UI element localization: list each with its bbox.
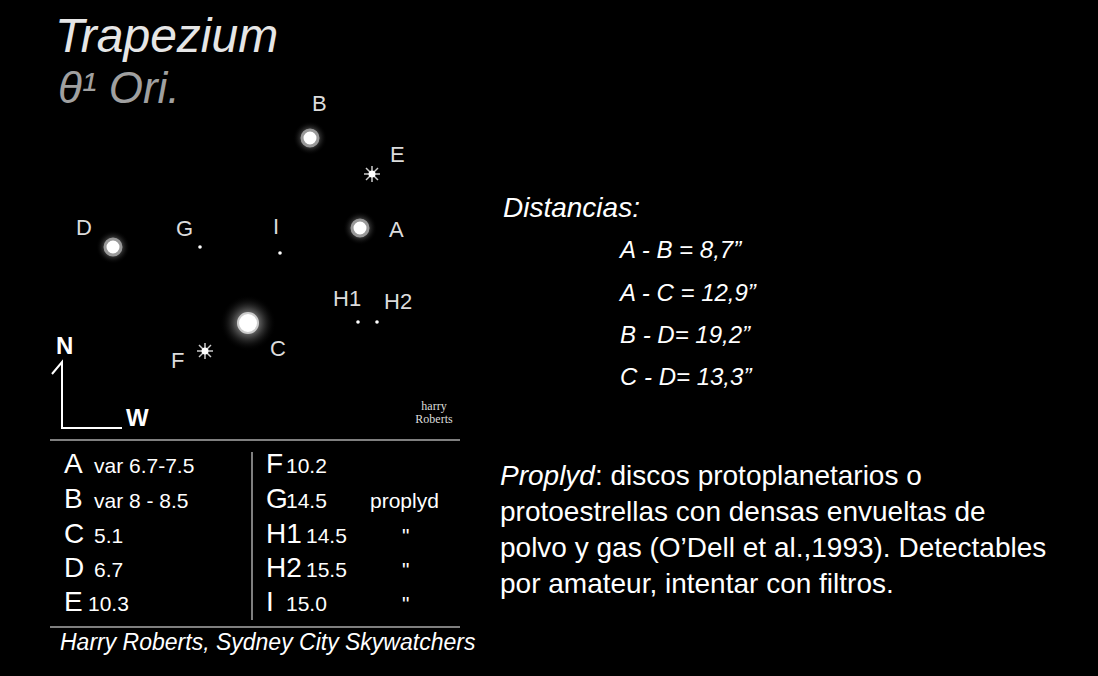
table-cell: 6.7 (94, 559, 123, 580)
star-b (302, 130, 318, 146)
table-star: G (266, 485, 288, 513)
compass-label: N (56, 334, 73, 358)
label: θ¹ Ori. (58, 66, 180, 110)
table-star: B (64, 485, 83, 513)
spike (199, 345, 211, 357)
table-star: D (64, 554, 84, 582)
table-rule (50, 439, 460, 441)
table-cell: " (402, 593, 409, 614)
star-glow (343, 211, 377, 245)
star-label: H2 (384, 291, 412, 313)
star-label: E (390, 144, 405, 166)
star-a (352, 220, 368, 236)
compass (52, 362, 122, 428)
star-g (198, 245, 202, 249)
star-label: I (273, 216, 279, 238)
star-label: B (312, 93, 327, 115)
distance-note: B - D= 19,2” (620, 323, 750, 347)
caption: Harry Roberts, Sydney City Skywatchers (60, 631, 475, 654)
table-star: A (64, 450, 83, 478)
star-label: C (270, 338, 286, 360)
star-label: F (171, 350, 184, 372)
star-h1 (356, 320, 360, 324)
note-text: Proplyd (500, 460, 595, 491)
star-i (278, 251, 282, 255)
table-cell: 14.5 (306, 525, 347, 546)
table-cell: 10.2 (286, 455, 327, 476)
table-cell: 10.3 (88, 593, 129, 614)
distance-note: A - B = 8,7” (620, 238, 741, 262)
spike (199, 345, 211, 357)
star-c (238, 313, 258, 333)
star-label: A (389, 219, 404, 241)
star-e (364, 166, 380, 182)
distance-note: Distancias: (503, 194, 640, 222)
table-cell: var 6.7-7.5 (94, 455, 194, 476)
star-glow (96, 230, 130, 264)
table-star: I (266, 588, 274, 616)
star-core (369, 171, 376, 178)
table-cell: proplyd (370, 490, 439, 511)
table-star: H1 (266, 520, 302, 548)
table-cell: 14.5 (286, 490, 327, 511)
star-core (202, 348, 209, 355)
table-cell: 15.0 (286, 593, 327, 614)
note-paragraph: Proplyd: discos protoplanetarios o proto… (500, 458, 1048, 602)
table-star: C (64, 520, 84, 548)
table-cell: 15.5 (306, 559, 347, 580)
table-star: E (64, 588, 83, 616)
table-cell: 5.1 (94, 525, 123, 546)
star-label: G (176, 218, 193, 240)
star-label: H1 (333, 288, 361, 310)
table-star: H2 (266, 554, 302, 582)
table-cell: " (402, 559, 409, 580)
star-glow (220, 295, 276, 351)
spike (366, 168, 378, 180)
title: Trapezium (55, 12, 278, 60)
distance-note: C - D= 13,3” (620, 365, 751, 389)
table-cell: " (402, 525, 409, 546)
distance-note: A - C = 12,9” (620, 281, 756, 305)
table-divider (251, 452, 253, 620)
star-glow (293, 121, 327, 155)
table-star: F (266, 450, 283, 478)
spike (366, 168, 378, 180)
star-f (197, 343, 213, 359)
compass-label: W (126, 406, 149, 430)
star-label: D (76, 217, 92, 239)
star-h2 (375, 320, 379, 324)
table-rule (50, 626, 460, 628)
star-d (105, 239, 121, 255)
table-cell: var 8 - 8.5 (94, 490, 189, 511)
signature: harry Roberts (408, 400, 460, 425)
